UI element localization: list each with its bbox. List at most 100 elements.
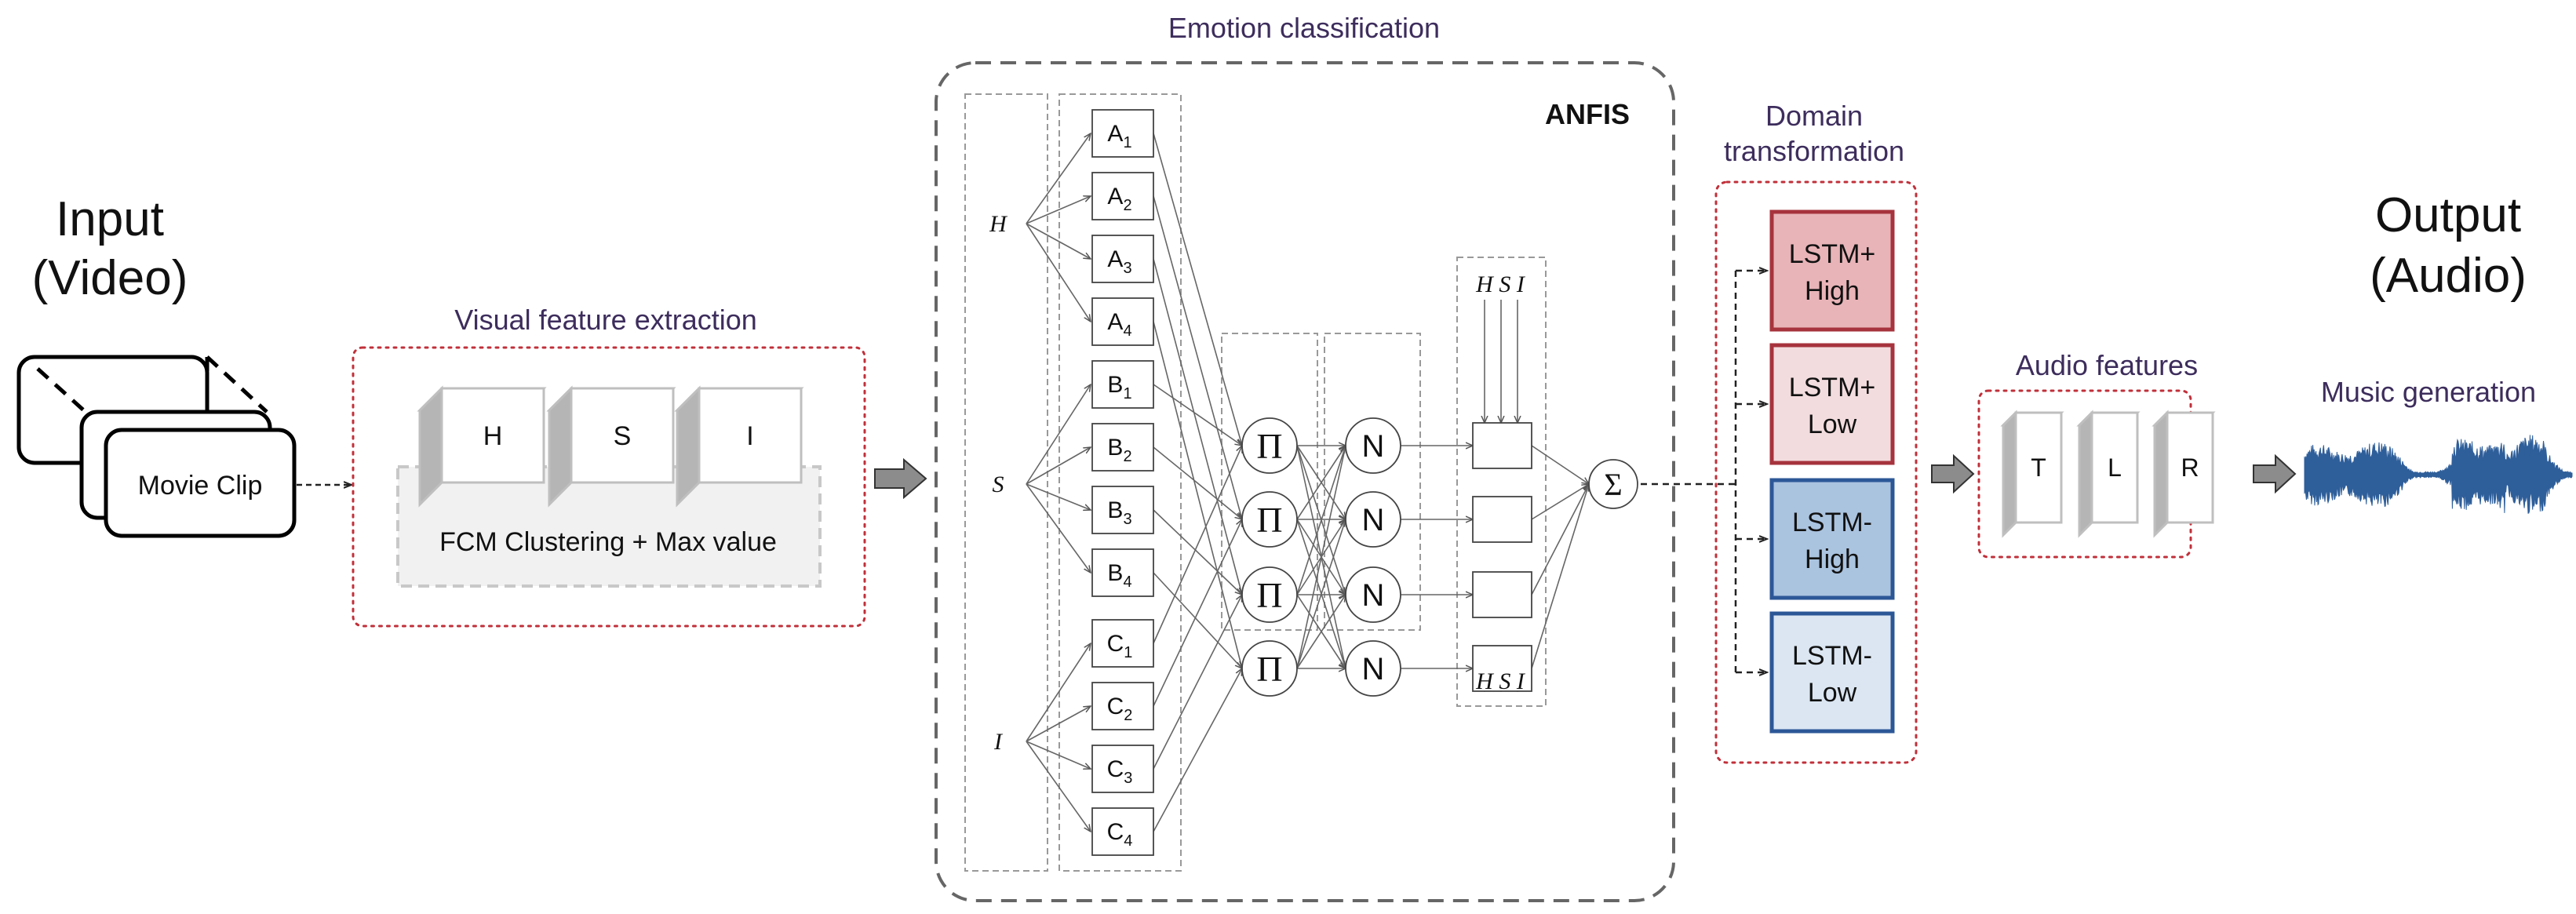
movie-clip-stack: Movie Clip — [16, 355, 297, 538]
edge-input-0-mf-1 — [1026, 196, 1091, 224]
mf-box — [1091, 360, 1154, 409]
visual-cube-h-side — [418, 385, 443, 508]
visual-cube-i-front — [698, 387, 803, 484]
fcm-panel — [396, 465, 822, 588]
mf-b4: B4 — [1091, 548, 1154, 597]
emotion-outer-box — [935, 61, 1675, 902]
edge-input-2-mf-0 — [1026, 643, 1091, 742]
lstm-box-line1: LSTM+ — [1789, 239, 1876, 269]
domain-box — [1714, 180, 1918, 764]
edge-rule-0-sum — [1531, 445, 1589, 484]
n-circle — [1345, 491, 1401, 548]
audio-cube-l: L — [2076, 410, 2141, 538]
hsi-top-label: H S I — [1475, 271, 1526, 297]
edge-pi-2-n-0 — [1296, 446, 1346, 595]
domain-section: Domain transformation LSTM+HighLSTM+LowL… — [1641, 100, 1975, 764]
edge-mf-2-pi-2 — [1153, 258, 1242, 595]
pi-circle — [1241, 417, 1298, 474]
edge-rule-1-sum — [1531, 484, 1589, 520]
edge-rule-2-sum — [1531, 484, 1589, 595]
rule-box-1 — [1472, 422, 1532, 469]
mf-box — [1091, 745, 1154, 793]
lstm-box-rect — [1769, 611, 1895, 734]
mf-b1: B1 — [1091, 360, 1154, 409]
visual-cube-i-label: I — [746, 421, 753, 451]
emotion-title: Emotion classification — [1168, 12, 1440, 44]
visual-cube-s-label: S — [614, 421, 632, 451]
mf-label: A1 — [1107, 121, 1131, 151]
pi-symbol: Π — [1256, 426, 1282, 466]
mf-box — [1091, 548, 1154, 597]
pi-circle — [1241, 491, 1298, 548]
n-node-3: N — [1345, 566, 1401, 623]
mf-box — [1091, 807, 1154, 856]
edge-mf-0-pi-0 — [1153, 133, 1242, 446]
visual-cube-h-label: H — [483, 421, 503, 451]
audio-cube-r: R — [2152, 410, 2216, 538]
domain-title-line2: transformation — [1724, 135, 1904, 167]
mf-box — [1091, 172, 1154, 220]
edge-mf-11-pi-3 — [1153, 668, 1242, 832]
audio-title: Audio features — [2016, 349, 2198, 381]
mf-label: C1 — [1107, 631, 1133, 661]
audio-section: Audio features T L R — [1977, 349, 2297, 559]
audio-to-music-arrow — [2253, 453, 2297, 494]
sum-node: Σ — [1588, 459, 1638, 509]
n-node-2: N — [1345, 491, 1401, 548]
clip-card-back-diag — [36, 367, 96, 421]
visual-cube-h-front — [440, 387, 545, 484]
audio-cube-t: T — [2000, 410, 2064, 538]
edge-rule-3-sum — [1531, 484, 1589, 669]
mf-label: C3 — [1107, 756, 1133, 787]
edge-input-0-mf-3 — [1026, 223, 1091, 322]
anfis-label: ANFIS — [1545, 98, 1630, 130]
lstm-box-3: LSTM-High — [1769, 478, 1895, 600]
output-title: Output — [2375, 188, 2521, 242]
visual-cube-h: H — [417, 385, 547, 508]
mf-c4: C4 — [1091, 807, 1154, 856]
lstm-box-line1: LSTM- — [1792, 641, 1872, 671]
pi-node-3: Π — [1241, 566, 1298, 623]
audio-waveform — [2304, 435, 2573, 514]
n-node-4: N — [1345, 640, 1401, 697]
sum-circle — [1588, 459, 1638, 509]
pi-symbol: Π — [1256, 500, 1282, 540]
input-column-box — [964, 93, 1048, 872]
edge-input-1-mf-3 — [1026, 483, 1091, 573]
n-circle — [1345, 417, 1401, 474]
anfis-input-s: S — [993, 472, 1004, 497]
rule-box-3 — [1472, 571, 1532, 618]
audio-cube-t-label: T — [2031, 453, 2046, 482]
edge-mf-9-pi-1 — [1153, 519, 1242, 707]
n-circle — [1345, 640, 1401, 697]
lstm-box-1: LSTM+ High — [1769, 209, 1895, 332]
lstm-box-line2: High — [1805, 544, 1860, 574]
domain-to-audio-arrow — [1931, 453, 1975, 494]
pi-circle — [1241, 640, 1298, 697]
mf-label: B3 — [1107, 497, 1131, 528]
audio-cube-r-label: R — [2181, 453, 2199, 482]
edge-mf-10-pi-2 — [1153, 595, 1242, 770]
lstm-box-2: LSTM+Low — [1769, 343, 1895, 465]
pi-column-box — [1221, 333, 1318, 631]
anfis-input-i: I — [993, 729, 1004, 755]
clip-card-front-top — [206, 355, 268, 413]
mf-label: A3 — [1107, 246, 1131, 277]
visual-feature-box — [352, 346, 866, 628]
mf-label: C4 — [1107, 819, 1133, 850]
edge-input-0-mf-0 — [1026, 133, 1091, 224]
music-generation-title: Music generation — [2321, 376, 2536, 408]
n-symbol: N — [1362, 652, 1385, 686]
lstm-box-line2: Low — [1808, 410, 1857, 439]
lstm-box-line2: High — [1805, 276, 1860, 306]
mf-c1: C1 — [1091, 619, 1154, 668]
mf-c2: C2 — [1091, 682, 1154, 730]
rule-box-2 — [1472, 496, 1532, 543]
edge-mf-6-pi-2 — [1153, 509, 1242, 595]
n-circle — [1345, 566, 1401, 623]
mf-a1: A1 — [1091, 109, 1154, 158]
